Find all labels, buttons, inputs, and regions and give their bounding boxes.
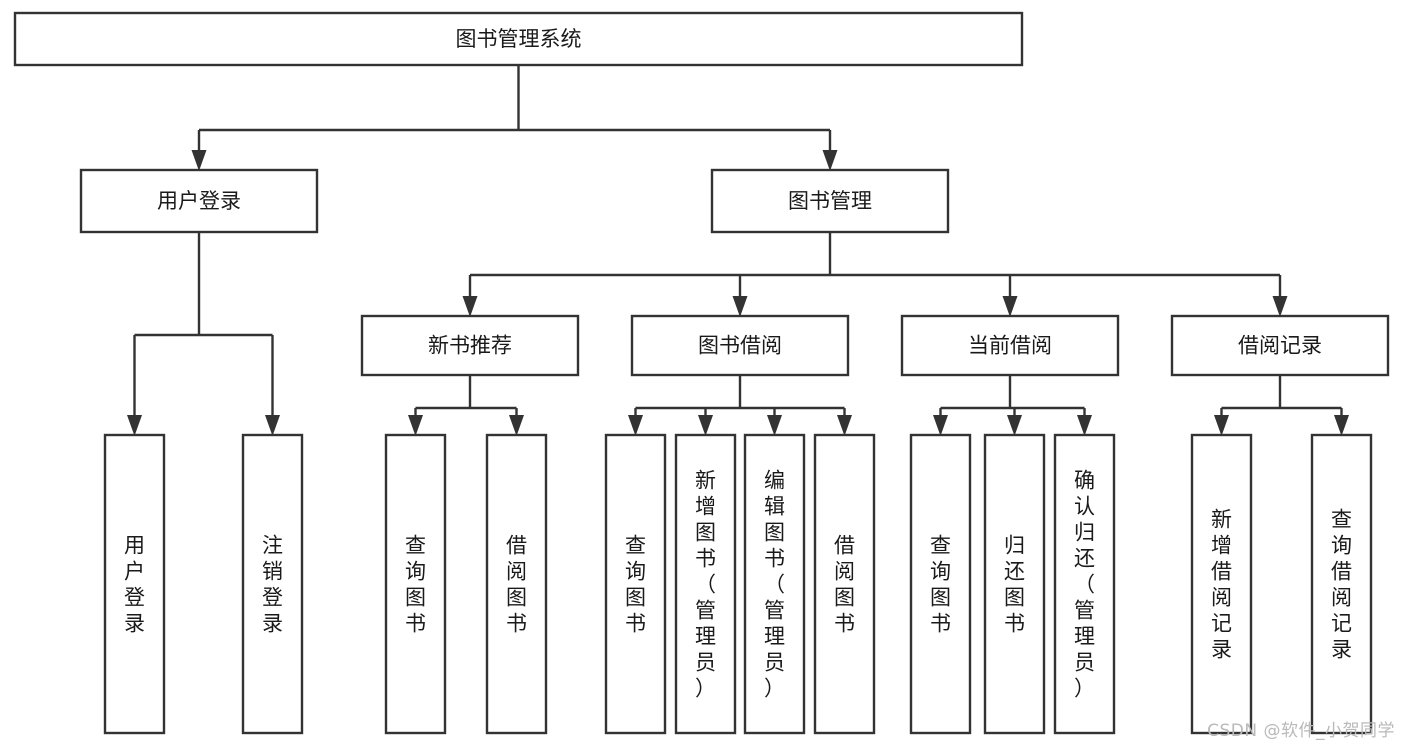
node-book-manage[interactable]: 图书管理 <box>710 168 950 234</box>
node-label: 新增图书（管理员） <box>695 468 716 700</box>
arrow-head-icon <box>1214 415 1229 436</box>
node-leaf-query-book-2[interactable]: 查询图书 <box>604 433 667 735</box>
node-box[interactable] <box>1190 433 1253 735</box>
arrow-head-icon <box>732 296 748 317</box>
node-leaf-return-book[interactable]: 归还图书 <box>983 433 1046 735</box>
node-label: 图书管理 <box>788 189 872 213</box>
node-box[interactable] <box>1170 314 1390 377</box>
node-label: 图书借阅 <box>698 334 782 358</box>
node-new-book-recommend[interactable]: 新书推荐 <box>360 314 580 377</box>
arrow-head-icon <box>462 296 478 317</box>
node-box[interactable] <box>103 433 166 735</box>
node-box[interactable] <box>241 433 304 735</box>
node-label: 归还图书 <box>1004 533 1025 635</box>
node-leaf-add-record[interactable]: 新增借阅记录 <box>1190 433 1253 735</box>
node-label: 用户登录 <box>124 533 145 635</box>
node-leaf-user-login[interactable]: 用户登录 <box>103 433 166 735</box>
node-box[interactable] <box>909 433 972 735</box>
node-leaf-edit-book[interactable]: 编辑图书（管理员） <box>743 433 806 735</box>
connector-group <box>933 375 1092 436</box>
node-leaf-query-record[interactable]: 查询借阅记录 <box>1310 433 1373 735</box>
node-book-borrow[interactable]: 图书借阅 <box>630 314 850 377</box>
node-layer: 图书管理系统用户登录图书管理新书推荐图书借阅当前借阅借阅记录用户登录注销登录查询… <box>13 11 1390 735</box>
node-label: 编辑图书（管理员） <box>764 468 785 700</box>
node-leaf-user-logout[interactable]: 注销登录 <box>241 433 304 735</box>
connector-group <box>1214 375 1349 436</box>
arrow-head-icon <box>698 415 713 436</box>
arrow-head-icon <box>265 415 280 436</box>
node-box[interactable] <box>79 168 319 234</box>
node-label: 查询图书 <box>930 533 951 635</box>
node-box[interactable] <box>674 433 737 735</box>
node-box[interactable] <box>604 433 667 735</box>
node-leaf-confirm-return[interactable]: 确认归还（管理员） <box>1053 433 1116 735</box>
node-leaf-query-book-1[interactable]: 查询图书 <box>384 433 447 735</box>
arrow-head-icon <box>408 415 423 436</box>
node-box[interactable] <box>983 433 1046 735</box>
node-box[interactable] <box>384 433 447 735</box>
node-label: 借阅图书 <box>834 533 855 635</box>
arrow-head-icon <box>837 415 852 436</box>
node-label: 图书管理系统 <box>456 27 582 51</box>
node-box[interactable] <box>813 433 876 735</box>
arrow-head-icon <box>822 150 838 171</box>
node-label: 当前借阅 <box>968 334 1052 358</box>
connector-group <box>628 375 852 436</box>
arrow-head-icon <box>127 415 142 436</box>
arrow-head-icon <box>1272 296 1288 317</box>
connector-group <box>191 65 838 171</box>
node-label: 新书推荐 <box>428 334 512 358</box>
node-borrow-record[interactable]: 借阅记录 <box>1170 314 1390 377</box>
watermark-label: CSDN @软件_小贺同学 <box>1207 721 1395 741</box>
arrow-head-icon <box>767 415 782 436</box>
node-label: 借阅记录 <box>1238 334 1322 358</box>
arrow-head-icon <box>628 415 643 436</box>
node-label: 确认归还（管理员） <box>1074 468 1095 700</box>
arrow-head-icon <box>1002 296 1018 317</box>
node-label: 查询图书 <box>625 533 646 635</box>
node-box[interactable] <box>485 433 548 735</box>
node-box[interactable] <box>630 314 850 377</box>
connector-group <box>127 232 280 436</box>
node-box[interactable] <box>743 433 806 735</box>
node-box[interactable] <box>13 11 1024 67</box>
node-label: 注销登录 <box>262 533 283 635</box>
node-leaf-query-book-3[interactable]: 查询图书 <box>909 433 972 735</box>
node-user-login[interactable]: 用户登录 <box>79 168 319 234</box>
arrow-head-icon <box>509 415 524 436</box>
node-root[interactable]: 图书管理系统 <box>13 11 1024 67</box>
connector-group <box>408 375 524 436</box>
node-current-borrow[interactable]: 当前借阅 <box>900 314 1120 377</box>
node-box[interactable] <box>710 168 950 234</box>
arrow-head-icon <box>1077 415 1092 436</box>
arrow-head-icon <box>933 415 948 436</box>
arrow-head-icon <box>191 150 207 171</box>
connector-layer <box>127 65 1349 436</box>
node-box[interactable] <box>1310 433 1373 735</box>
node-label: 用户登录 <box>157 189 241 213</box>
node-leaf-borrow-book-2[interactable]: 借阅图书 <box>813 433 876 735</box>
arrow-head-icon <box>1334 415 1349 436</box>
node-box[interactable] <box>1053 433 1116 735</box>
node-label: 查询图书 <box>405 533 426 635</box>
node-leaf-add-book[interactable]: 新增图书（管理员） <box>674 433 737 735</box>
node-label: 新增借阅记录 <box>1211 507 1232 661</box>
node-box[interactable] <box>900 314 1120 377</box>
node-label: 查询借阅记录 <box>1331 507 1352 661</box>
node-label: 借阅图书 <box>506 533 527 635</box>
arrow-head-icon <box>1007 415 1022 436</box>
connector-group <box>462 232 1288 317</box>
node-leaf-borrow-book-1[interactable]: 借阅图书 <box>485 433 548 735</box>
node-box[interactable] <box>360 314 580 377</box>
